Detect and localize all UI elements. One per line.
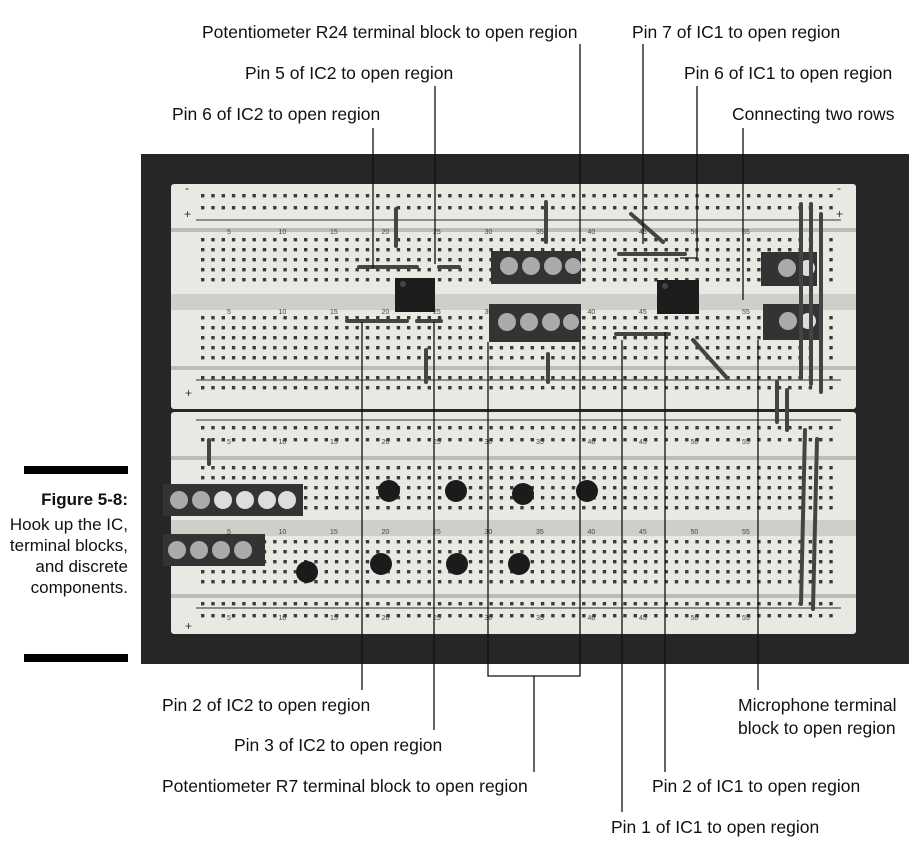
column-number-label: 25 [433,615,441,622]
column-number-label: 55 [742,439,750,446]
column-number-label: 50 [691,229,699,236]
column-number-label: 35 [536,439,544,446]
transistors [296,480,598,583]
callout-pin6-ic1: Pin 6 of IC1 to open region [684,63,893,83]
column-number-label: 40 [588,309,596,316]
rail-sign: + [185,386,192,400]
column-number-label: 15 [330,615,338,622]
column-number-label: 25 [433,529,441,536]
caption-top-rule [24,466,128,474]
callout-pin2-ic2: Pin 2 of IC2 to open region [162,695,371,715]
callout-microphone-line1: Microphone terminal [738,695,897,715]
column-number-label: 5 [227,229,231,236]
leader-pin6-ic1 [680,86,698,259]
caption-bottom-rule [24,654,128,662]
column-number-label: 55 [742,529,750,536]
column-number-label: 30 [485,309,493,316]
rail-sign: + [184,207,191,221]
column-number-label: 20 [382,615,390,622]
column-number-label: 20 [382,229,390,236]
column-number-label: 15 [330,439,338,446]
column-number-label: 5 [227,439,231,446]
leader-pot-r7-bracket [487,342,581,677]
column-number-label: 50 [691,529,699,536]
column-number-label: 30 [485,229,493,236]
column-number-label: 55 [742,615,750,622]
column-number-label: 20 [382,439,390,446]
column-number-label: 25 [433,439,441,446]
column-number-label: 40 [588,615,596,622]
callout-connecting-rows: Connecting two rows [732,104,895,124]
callout-pin2-ic1: Pin 2 of IC1 to open region [652,776,861,796]
callout-pin7-ic1: Pin 7 of IC1 to open region [632,22,841,42]
loose-terminal-block-four [163,534,265,566]
column-number-label: 20 [382,309,390,316]
column-number-label: 35 [536,529,544,536]
pot-r24-terminal-block [491,251,581,284]
column-number-label: 45 [639,439,647,446]
callout-pot-r7: Potentiometer R7 terminal block to open … [162,776,528,796]
callout-pin3-ic2: Pin 3 of IC2 to open region [234,735,443,755]
column-number-label: 45 [639,309,647,316]
column-number-label: 10 [279,439,287,446]
column-number-label: 35 [536,615,544,622]
rail-sign: - [185,181,189,195]
callout-microphone-line2: block to open region [738,718,896,738]
pot-r7-terminal-block [489,304,581,342]
callout-pot-r24: Potentiometer R24 terminal block to open… [202,22,578,42]
column-number-label: 55 [742,229,750,236]
column-number-label: 5 [227,309,231,316]
column-number-label: 40 [588,529,596,536]
column-number-label: 40 [588,229,596,236]
column-number-label: 50 [691,439,699,446]
column-number-label: 15 [330,309,338,316]
loose-terminal-block-six [163,484,303,516]
rail-sign: + [836,207,843,221]
column-number-label: 50 [691,615,699,622]
column-number-label: 15 [330,529,338,536]
column-number-label: 10 [279,309,287,316]
ic2-chip [395,278,435,312]
column-number-label: 10 [279,229,287,236]
rail-sign: + [185,619,192,633]
column-number-label: 45 [639,615,647,622]
column-number-label: 45 [639,529,647,536]
breadboard-photo: 5101520253035404550555101520253035404550… [141,154,909,664]
column-number-label: 55 [742,309,750,316]
column-number-label: 25 [433,229,441,236]
lower-breadboard [171,412,856,634]
column-number-label: 15 [330,229,338,236]
column-number-label: 10 [279,529,287,536]
jumper-wires [207,200,823,611]
column-number-label: 35 [536,229,544,236]
ic1-chip [657,280,699,314]
column-number-label: 20 [382,529,390,536]
figure-caption: Hook up the IC, terminal blocks, and dis… [9,515,128,597]
column-number-label: 5 [227,615,231,622]
callout-pin6-ic2: Pin 6 of IC2 to open region [172,104,381,124]
column-number-label: 25 [433,309,441,316]
callout-pin5-ic2: Pin 5 of IC2 to open region [245,63,454,83]
figure-caption-block: Figure 5-8: Hook up the IC, terminal blo… [0,466,128,662]
column-number-label: 40 [588,439,596,446]
column-number-label: 5 [227,529,231,536]
figure-number: Figure 5-8: [41,490,128,509]
column-number-label: 10 [279,615,287,622]
rail-sign: - [837,181,841,195]
callout-pin1-ic1: Pin 1 of IC1 to open region [611,817,820,837]
